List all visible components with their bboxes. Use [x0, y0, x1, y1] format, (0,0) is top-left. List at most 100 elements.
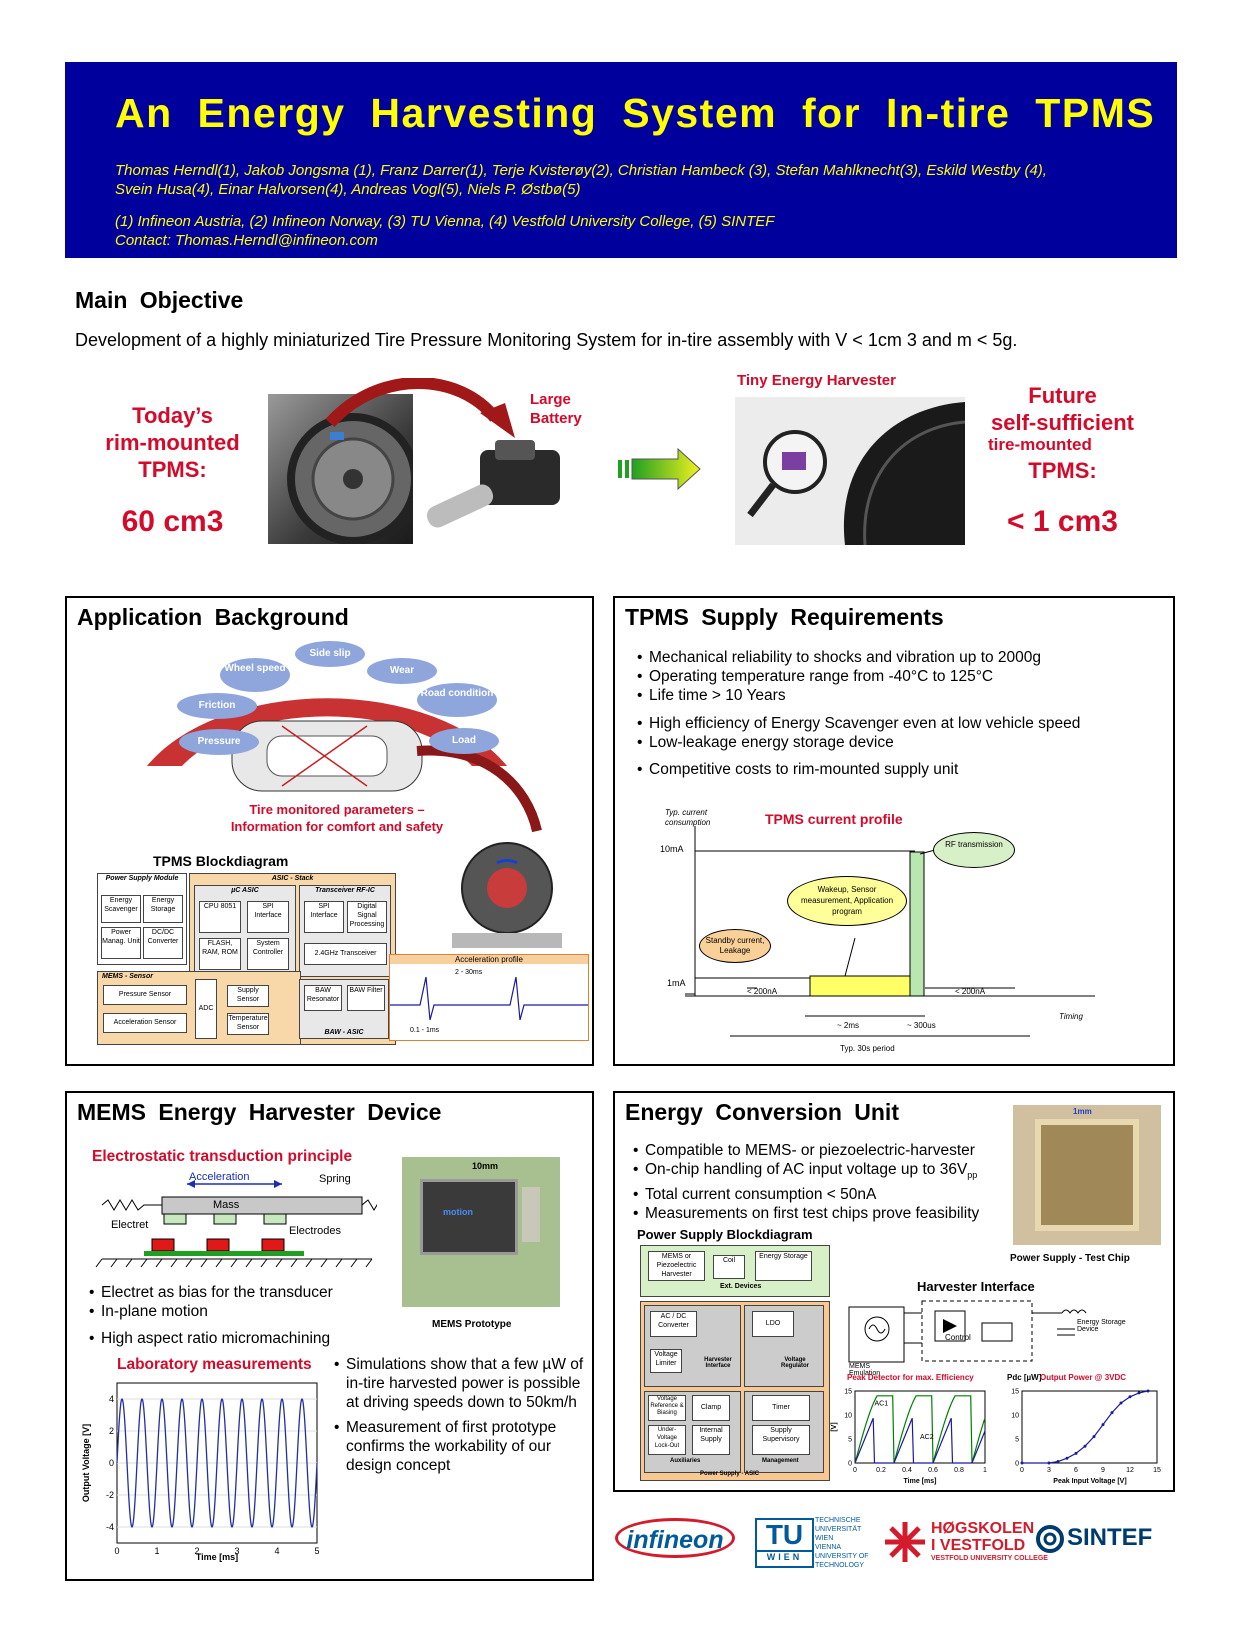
wheel-sensor-icon: [452, 842, 562, 948]
power-supply-blockdiagram: MEMS or Piezoelectric Harvester Coil Ene…: [640, 1245, 830, 1481]
energy-storage-block: Energy Storage: [143, 895, 183, 923]
voltage-regulator-label: Voltage Regulator: [780, 1357, 809, 1369]
x-tick-label: 0: [1020, 1467, 1024, 1474]
y-tick-label: 5: [1015, 1436, 1019, 1443]
hive-snowflake-icon: [885, 1522, 925, 1562]
x-tick-label: 6: [1074, 1467, 1078, 1474]
mems-bullets-2: High aspect ratio micromachining: [89, 1329, 330, 1348]
x-axis-label: Time [ms]: [904, 1478, 937, 1485]
mems-bullets: Electret as bias for the transducer In-p…: [89, 1283, 333, 1321]
voltage-series-line: [116, 1398, 318, 1528]
output-power-point: [1137, 1391, 1141, 1395]
output-power-point: [1056, 1460, 1060, 1464]
authors-line-2: Svein Husa(4), Einar Halvorsen(4), Andre…: [115, 181, 581, 198]
hive-logo: HØGSKOLEN I VESTFOLD VESTFOLD UNIVERSITY…: [931, 1520, 1048, 1563]
ac1-series-line: [854, 1395, 986, 1464]
standby-current-label: < 200nA: [747, 987, 778, 996]
temperature-sensor-block: Temperature Sensor: [227, 1013, 269, 1035]
tu-text-line: UNIVERSITY OF: [815, 1553, 869, 1560]
spi-block: SPI Interface: [247, 901, 289, 933]
pdc-axis-label: Pdc [µW]: [1007, 1373, 1042, 1382]
baw-resonator-block: BAW Resonator: [304, 985, 342, 1011]
tiny-harvester-label: Tiny Energy Harvester: [737, 372, 896, 389]
block-label: µC ASIC: [231, 887, 259, 894]
rf-transmission-bubble: RF transmission: [933, 832, 1015, 868]
tu-wien-text: WIEN: [757, 1550, 812, 1562]
conversion-bullets: Compatible to MEMS- or piezoelectric-har…: [633, 1141, 979, 1223]
uvlo-block: Under-Voltage Lock-Out: [648, 1425, 686, 1455]
series-label-ac2: AC2: [920, 1434, 934, 1441]
today-label-line: Today’s: [132, 403, 213, 428]
caption-line: Tire monitored parameters –: [249, 802, 425, 817]
x-tick-label: 3: [234, 1546, 239, 1556]
poster-header: An Energy Harvesting System for In-tire …: [65, 62, 1177, 258]
standby-bubble: Standby current, Leakage: [699, 929, 771, 963]
output-power-point: [1092, 1435, 1096, 1439]
output-power-point: [1128, 1395, 1132, 1399]
management-label: Management: [762, 1458, 799, 1464]
tu-text-line: WIEN: [815, 1535, 834, 1542]
x-tick-label: 1: [154, 1546, 159, 1556]
today-label-line: TPMS:: [138, 457, 207, 482]
param-friction: Friction: [177, 693, 257, 719]
y-1ma-label: 1mA: [667, 978, 686, 988]
harvester-block: MEMS or Piezoelectric Harvester: [648, 1251, 705, 1281]
right-arrow-icon: [618, 447, 701, 491]
author-list: Thomas Herndl(1), Jakob Jongsma (1), Fra…: [115, 161, 1155, 199]
main-objective-text: Development of a highly miniaturized Tir…: [75, 330, 1018, 350]
current-profile-chart: [685, 826, 1095, 1037]
period-label: Typ. 30s period: [840, 1044, 895, 1053]
mems-emulation-label: MEMS Emulation: [849, 1363, 881, 1377]
internal-supply-block: Internal Supply: [692, 1425, 730, 1455]
axis-label-line: Typ. current: [665, 808, 708, 817]
axis-label-line: consumption: [665, 818, 711, 827]
supply-requirements-panel: TPMS Supply Requirements Mechanical reli…: [613, 596, 1175, 1066]
capacitor: [522, 1187, 540, 1242]
conversion-bullet-item: Total current consumption < 50nA: [633, 1185, 979, 1204]
requirements-list-3: Competitive costs to rim-mounted supply …: [637, 760, 958, 779]
tu-wien-wordmark: TECHNISCHE UNIVERSITÄT WIEN VIENNA UNIVE…: [815, 1516, 869, 1570]
accel-span-label: 2 - 30ms: [455, 969, 483, 976]
tire-photo: [735, 397, 966, 546]
acceleration-label: Acceleration: [189, 1171, 250, 1183]
accel-pulse-label: 0.1 - 1ms: [410, 1027, 440, 1034]
asic-label: Power Supply - ASIC: [700, 1471, 760, 1477]
y-tick-label: -4: [106, 1522, 114, 1532]
y-tick-label: 15: [1011, 1388, 1019, 1395]
system-controller-block: System Controller: [247, 938, 289, 970]
conversion-bullet-item: Measurements on first test chips prove f…: [633, 1204, 979, 1223]
acceleration-profile-box: Acceleration profile 2 - 30ms 0.1 - 1ms: [389, 954, 589, 1041]
output-power-point: [1101, 1423, 1105, 1427]
baw-filter-block: BAW Filter: [347, 985, 385, 1011]
output-power-point: [1020, 1461, 1024, 1465]
coil-block: Coil: [713, 1255, 745, 1279]
flash-block: FLASH, RAM, ROM: [199, 938, 241, 970]
hive-line-1: HØGSKOLEN: [931, 1520, 1035, 1537]
wakeup-bubble: Wakeup, Sensor measurement, Application …: [787, 876, 907, 926]
energy-scavenger-block: Energy Scavenger: [101, 895, 141, 923]
x-tick-label: 0: [114, 1546, 119, 1556]
block-label: BAW - ASIC: [324, 1029, 364, 1036]
mems-prototype-caption: MEMS Prototype: [432, 1319, 512, 1330]
large-battery-line: Large: [530, 391, 571, 408]
output-power-point: [1110, 1411, 1114, 1415]
test-chip-caption: Power Supply - Test Chip: [1010, 1253, 1130, 1264]
future-label-line: self-sufficient: [990, 410, 1135, 435]
series-label-ac1: AC1: [875, 1400, 889, 1407]
energy-storage-device-label: Energy Storage Device: [1077, 1319, 1126, 1333]
large-battery-line: Battery: [530, 410, 582, 427]
caption-line: Information for comfort and safety: [230, 819, 444, 834]
wakeup-duration-label: ~ 2ms: [837, 1021, 860, 1030]
future-label-tpms: TPMS:: [1028, 458, 1097, 483]
tire-icon: [747, 402, 966, 546]
infineon-logo: infineon: [615, 1518, 735, 1558]
main-objective-heading: Main Objective: [75, 287, 244, 313]
control-label: Control: [945, 1333, 971, 1342]
future-label-line: Future: [1028, 383, 1097, 408]
output-power-point: [1047, 1461, 1051, 1465]
y-tick-label: 10: [844, 1412, 852, 1419]
x-tick-label: 3: [1047, 1467, 1051, 1474]
harvester-interface-title: Harvester Interface: [917, 1279, 1035, 1294]
mems-harvester-panel: MEMS Energy Harvester Device Electrostat…: [65, 1091, 594, 1581]
